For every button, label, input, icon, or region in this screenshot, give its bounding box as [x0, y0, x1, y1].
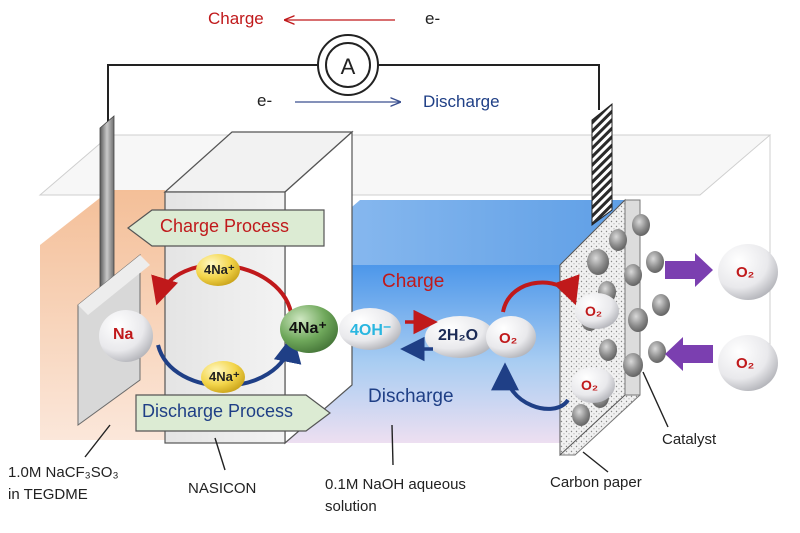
oxygen-out-arrow — [665, 253, 713, 287]
electron-label-bottom: e- — [257, 91, 273, 110]
na-ion-bottom-sphere — [201, 361, 245, 393]
aqueous-electrolyte-line1: 0.1M NaOH aqueous — [325, 476, 466, 493]
oxygen-cathode-bottom-label: O₂ — [581, 377, 599, 393]
oxygen-out-label: O₂ — [736, 264, 755, 281]
aqueous-electrolyte-label: 0.1M NaOH aqueous solution — [325, 474, 466, 518]
water-label: 2H₂O — [438, 327, 479, 344]
oxygen-reduction-arrow — [491, 362, 570, 411]
oxygen-center-sphere — [486, 316, 536, 358]
na-ion-interface-label: 4Na⁺ — [289, 320, 327, 337]
na-electrode-label: Na — [113, 326, 134, 343]
oxygen-cathode-top-sphere — [575, 293, 619, 329]
organic-electrolyte-line2: in TEGDME — [8, 486, 88, 503]
na-ion-top-label: 4Na⁺ — [204, 262, 235, 277]
nasicon-label: NASICON — [188, 480, 257, 497]
ammeter-icon — [317, 34, 379, 96]
oxygen-in-label: O₂ — [736, 355, 755, 372]
electrolyte-charge-label: Charge — [382, 271, 445, 292]
aqueous-top-face — [285, 200, 625, 265]
circuit-charge-label: Charge — [208, 9, 264, 28]
charge-process-label: Charge Process — [160, 216, 290, 236]
catalyst-label: Catalyst — [662, 431, 717, 448]
organic-electrolyte-line1: 1.0M NaCF₃SO₃ — [8, 464, 119, 481]
oxygen-out-sphere — [718, 244, 778, 300]
oxygen-cathode-bottom-sphere — [571, 367, 615, 403]
na-ion-interface-sphere — [280, 305, 338, 353]
discharge-process-label: Discharge Process — [142, 401, 294, 421]
electrolyte-discharge-label: Discharge — [368, 386, 454, 407]
callout-leaders — [84, 371, 669, 473]
oxygen-in-arrow — [665, 337, 713, 371]
oxygen-in-sphere — [718, 335, 778, 391]
external-circuit-wire — [107, 64, 600, 125]
circuit-discharge-label: Discharge — [423, 92, 500, 111]
na-ion-bottom-label: 4Na⁺ — [209, 369, 240, 384]
ammeter-symbol: A — [341, 54, 356, 79]
na-ion-top-sphere — [196, 254, 240, 286]
discharge-process-box — [135, 394, 331, 432]
hydroxide-sphere — [339, 308, 401, 350]
organic-electrolyte-label: 1.0M NaCF₃SO₃ in TEGDME — [8, 462, 119, 506]
oxygen-evolution-arrow — [501, 274, 580, 313]
charge-process-box — [127, 209, 325, 247]
electron-label-top: e- — [425, 9, 441, 28]
oxygen-center-label: O₂ — [499, 330, 518, 347]
cathode-current-collector — [591, 102, 613, 226]
carbon-paper-label: Carbon paper — [550, 474, 642, 491]
hydroxide-label: 4OH⁻ — [350, 322, 392, 339]
oxygen-cathode-top-label: O₂ — [585, 303, 603, 319]
aqueous-electrolyte-line2: solution — [325, 498, 377, 515]
na-electrode-sphere — [99, 310, 153, 362]
water-sphere — [425, 316, 495, 358]
